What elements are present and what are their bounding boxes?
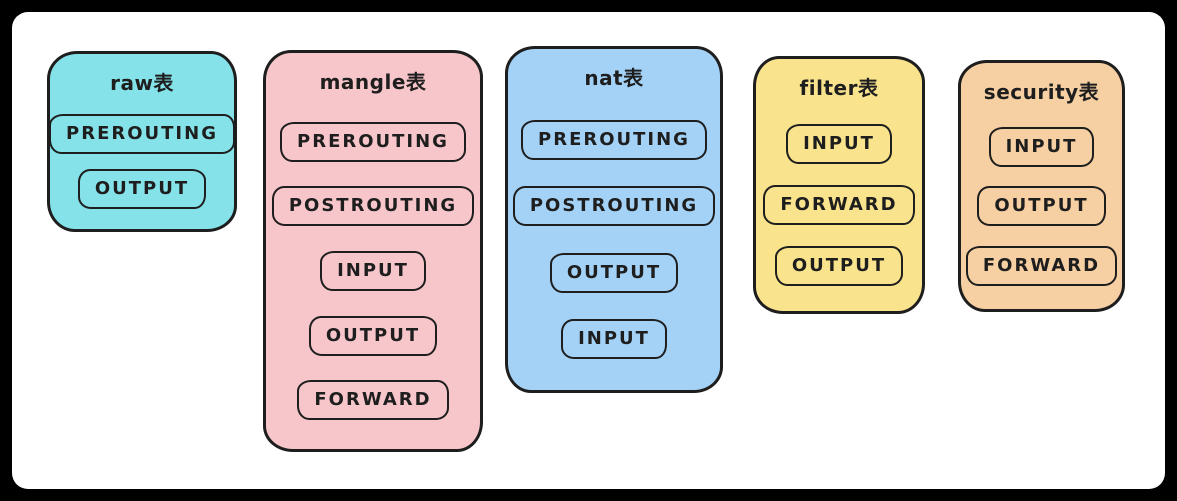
table-mangle: mangle表 PREROUTING POSTROUTING INPUT OUT… bbox=[263, 50, 483, 452]
table-raw: raw表 PREROUTING OUTPUT bbox=[47, 51, 237, 232]
chain-output: OUTPUT bbox=[77, 169, 207, 210]
table-filter-title: filter表 bbox=[799, 76, 879, 100]
table-filter-chains: INPUT FORWARD OUTPUT bbox=[756, 101, 922, 311]
table-mangle-title: mangle表 bbox=[319, 70, 427, 94]
table-raw-title: raw表 bbox=[110, 71, 174, 95]
chain-prerouting: PREROUTING bbox=[49, 113, 235, 154]
table-raw-chains: PREROUTING OUTPUT bbox=[49, 96, 235, 229]
table-security: security表 INPUT OUTPUT FORWARD bbox=[958, 60, 1125, 312]
chain-output: OUTPUT bbox=[549, 252, 679, 293]
table-mangle-chains: PREROUTING POSTROUTING INPUT OUTPUT FORW… bbox=[266, 95, 480, 449]
chain-output: OUTPUT bbox=[308, 315, 438, 356]
table-nat: nat表 PREROUTING POSTROUTING OUTPUT INPUT bbox=[505, 46, 723, 393]
chain-postrouting: POSTROUTING bbox=[271, 186, 475, 227]
chain-forward: FORWARD bbox=[965, 245, 1118, 286]
chain-forward: FORWARD bbox=[297, 380, 449, 421]
table-filter: filter表 INPUT FORWARD OUTPUT bbox=[753, 56, 925, 314]
chain-prerouting: PREROUTING bbox=[280, 121, 466, 162]
table-nat-title: nat表 bbox=[584, 66, 644, 90]
table-nat-chains: PREROUTING POSTROUTING OUTPUT INPUT bbox=[508, 91, 720, 390]
chain-forward: FORWARD bbox=[763, 185, 915, 225]
chain-input: INPUT bbox=[561, 319, 667, 360]
table-security-chains: INPUT OUTPUT FORWARD bbox=[961, 105, 1122, 309]
chain-input: INPUT bbox=[320, 250, 426, 291]
table-security-title: security表 bbox=[983, 80, 1100, 104]
chain-input: INPUT bbox=[988, 126, 1095, 167]
chain-postrouting: POSTROUTING bbox=[512, 186, 716, 227]
chain-input: INPUT bbox=[786, 124, 892, 164]
chain-output: OUTPUT bbox=[977, 186, 1106, 226]
chain-output: OUTPUT bbox=[774, 246, 904, 286]
chain-prerouting: PREROUTING bbox=[521, 119, 707, 160]
